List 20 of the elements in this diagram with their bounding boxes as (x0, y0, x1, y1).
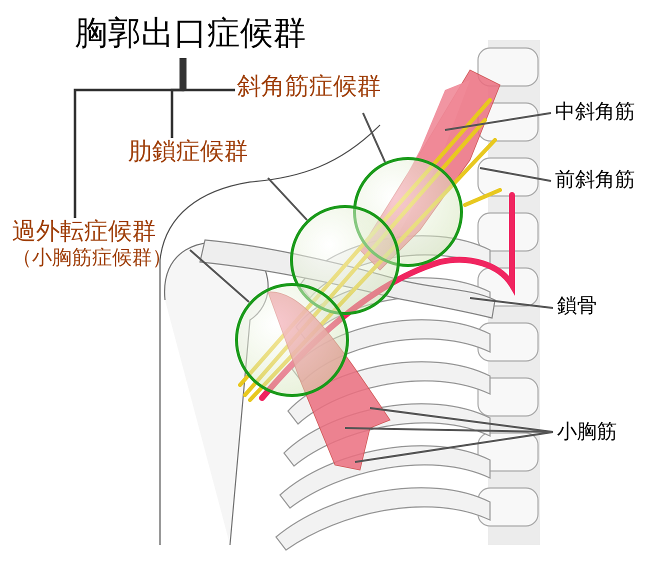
leader-line (362, 112, 386, 162)
compression-site-circle (353, 157, 463, 267)
bone-label: 鎖骨 (557, 294, 607, 322)
compression-site-circle (290, 205, 400, 315)
leader-line (189, 249, 250, 303)
syndrome-sublabel: （小胸筋症候群） (12, 246, 172, 269)
compression-site-circle (235, 283, 349, 397)
muscle-label: 中斜角筋 (555, 100, 645, 128)
syndrome-label: 斜角筋症候群 (237, 73, 415, 107)
heading: 胸郭出口症候群 (75, 14, 337, 58)
leader-line (344, 427, 554, 433)
leader-line (354, 431, 554, 463)
muscle-label: 前斜角筋 (555, 168, 645, 196)
bracket-line (180, 58, 186, 90)
leader-line (470, 297, 554, 309)
muscle-label: 小胸筋 (557, 420, 627, 448)
leader-line (370, 407, 554, 433)
syndrome-label: 肋鎖症候群 (128, 138, 276, 172)
syndrome-label: 過外転症候群 (12, 218, 156, 246)
leader-line (267, 177, 308, 221)
